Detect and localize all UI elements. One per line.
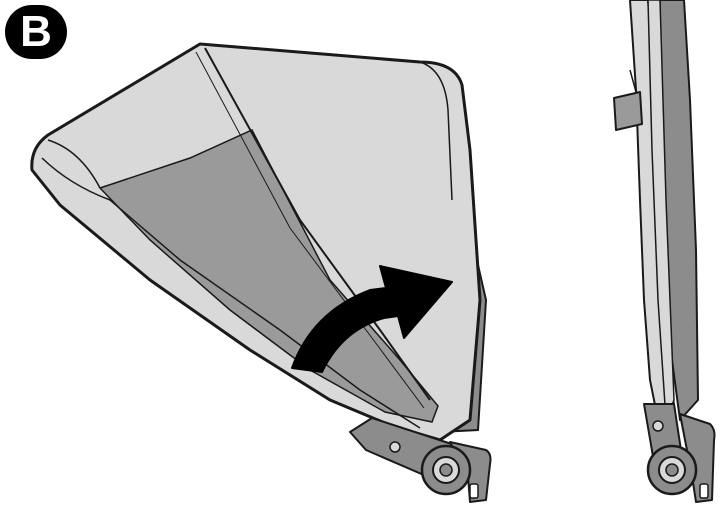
folded-hinge-pin xyxy=(653,421,663,431)
folded-handle xyxy=(614,92,642,130)
hinge-pin xyxy=(390,442,400,452)
folded-knob-icon xyxy=(648,446,696,494)
hinge-knob-icon xyxy=(422,446,470,494)
hinge-slot xyxy=(470,484,478,498)
canopy-folded-view xyxy=(600,0,726,513)
canopy-open-view xyxy=(0,0,500,513)
folded-hinge-slot xyxy=(700,484,708,498)
